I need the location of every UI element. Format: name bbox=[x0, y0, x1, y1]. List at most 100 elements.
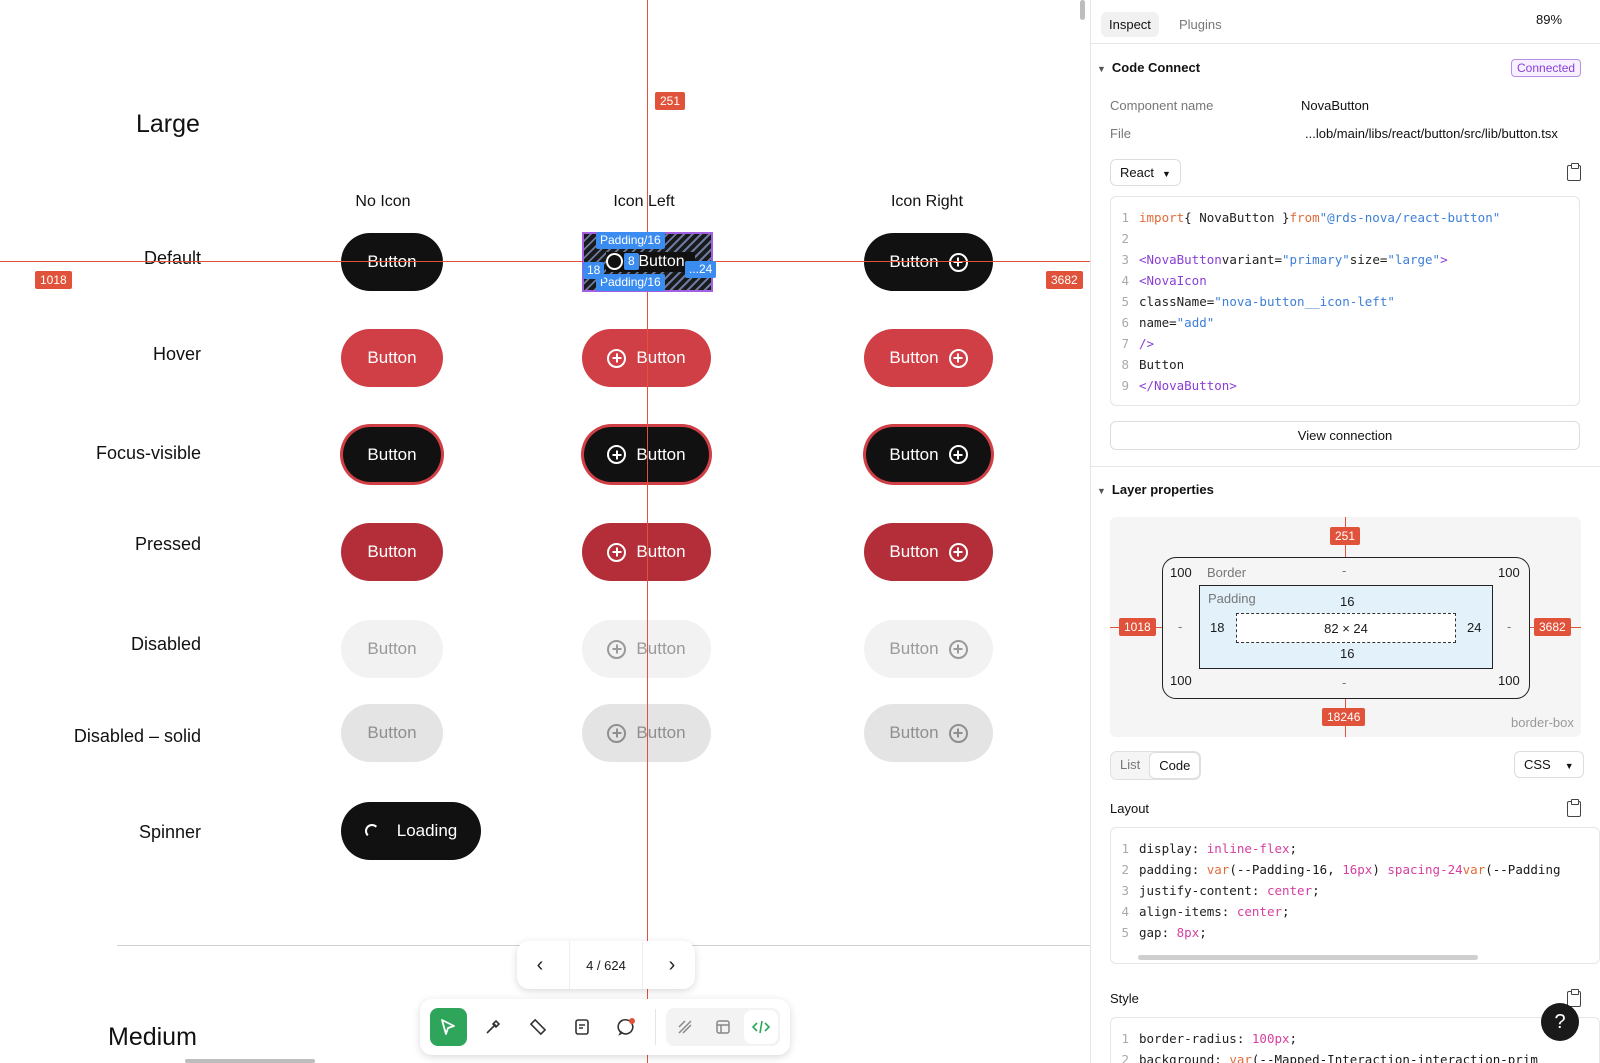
button-label: Button bbox=[889, 542, 939, 561]
view-connection-button[interactable]: View connection bbox=[1110, 421, 1580, 450]
design-canvas[interactable]: Large No Icon Icon Left Icon Right Defau… bbox=[0, 0, 1090, 1063]
code-scrollbar[interactable] bbox=[1138, 955, 1478, 960]
border-left-value: - bbox=[1178, 619, 1183, 634]
row-label-pressed: Pressed bbox=[134, 534, 201, 554]
previous-icon[interactable]: ‹ bbox=[536, 953, 544, 976]
add-icon bbox=[607, 348, 627, 368]
copy-icon[interactable] bbox=[1567, 163, 1581, 181]
box-bottom-value: 18246 bbox=[1322, 708, 1366, 726]
style-title: Style bbox=[1110, 991, 1139, 1006]
button-disabled-solid-icon-right: Button bbox=[864, 704, 993, 762]
padding-top-value: 16 bbox=[1340, 594, 1355, 609]
column-header-no-icon: No Icon bbox=[355, 193, 411, 210]
framework-select[interactable]: React▼ bbox=[1110, 159, 1181, 186]
radius-top-right: 100 bbox=[1498, 565, 1520, 580]
file-value[interactable]: ...lob/main/libs/react/button/src/lib/bu… bbox=[1305, 126, 1558, 141]
button-label: Button bbox=[889, 723, 939, 742]
gap-tag: 8 bbox=[624, 253, 639, 270]
layer-properties-title: Layer properties bbox=[1111, 482, 1214, 497]
layout-title: Layout bbox=[1110, 801, 1150, 816]
button-focus-no-icon[interactable]: Button bbox=[343, 427, 441, 482]
annotate-icon[interactable] bbox=[564, 1008, 601, 1046]
language-select[interactable]: CSS▼ bbox=[1514, 751, 1584, 778]
button-label: Button bbox=[367, 444, 417, 464]
button-pressed-no-icon[interactable]: Button bbox=[341, 523, 443, 581]
copy-icon[interactable] bbox=[1567, 799, 1581, 817]
section-title-large: Large bbox=[136, 110, 200, 138]
tab-inspect[interactable]: Inspect bbox=[1101, 12, 1159, 37]
component-name-label: Component name bbox=[1110, 98, 1214, 113]
radius-bottom-left: 100 bbox=[1170, 673, 1192, 688]
chevron-down-icon: ▼ bbox=[1564, 761, 1574, 771]
row-label-default: Default bbox=[143, 248, 201, 268]
code-connect-header[interactable]: ▼Code Connect bbox=[1097, 60, 1200, 75]
add-icon bbox=[607, 542, 627, 562]
list-toggle[interactable]: List bbox=[1120, 757, 1141, 772]
code-button-text: Button bbox=[1139, 357, 1185, 372]
add-icon bbox=[948, 542, 968, 562]
button-label: Button bbox=[889, 444, 939, 464]
button-spinner[interactable]: Loading bbox=[341, 802, 481, 860]
border-right-value: - bbox=[1507, 619, 1512, 634]
list-code-toggle: List Code bbox=[1110, 751, 1202, 780]
annotations-icon[interactable] bbox=[668, 1010, 702, 1044]
border-label: Border bbox=[1207, 565, 1247, 580]
copy-icon[interactable] bbox=[1567, 989, 1581, 1007]
layer-properties-header[interactable]: ▼Layer properties bbox=[1097, 482, 1214, 497]
next-icon[interactable]: › bbox=[668, 953, 676, 976]
padding-left-value: 18 bbox=[1210, 620, 1225, 635]
border-top-value: - bbox=[1342, 563, 1347, 578]
frame-pager: ‹ 4 / 624 › bbox=[517, 941, 695, 989]
row-label-disabled: Disabled bbox=[130, 634, 201, 654]
horizontal-scrollbar[interactable] bbox=[185, 1059, 315, 1063]
add-icon bbox=[948, 252, 968, 272]
column-header-icon-left: Icon Left bbox=[613, 193, 675, 210]
code-toggle[interactable]: Code bbox=[1149, 752, 1201, 779]
button-hover-icon-left[interactable]: Button bbox=[582, 329, 711, 387]
add-icon bbox=[948, 723, 968, 743]
chevron-down-icon: ▼ bbox=[1097, 64, 1106, 74]
radius-bottom-right: 100 bbox=[1498, 673, 1520, 688]
button-disabled-icon-left: Button bbox=[582, 620, 711, 678]
code-icon[interactable] bbox=[744, 1010, 779, 1044]
pager-count: 4 / 624 bbox=[586, 957, 626, 973]
add-icon bbox=[607, 723, 627, 743]
box-sizing-label: border-box bbox=[1511, 715, 1574, 730]
button-hover-icon-right[interactable]: Button bbox=[864, 329, 993, 387]
add-icon bbox=[607, 445, 627, 464]
button-focus-icon-left[interactable]: Button bbox=[584, 427, 709, 482]
zoom-level[interactable]: 89% bbox=[1536, 12, 1563, 27]
comment-icon[interactable] bbox=[608, 1008, 645, 1046]
content-size: 82 × 24 bbox=[1236, 613, 1456, 643]
padding-right-tag: ...24 bbox=[685, 261, 717, 278]
eyedropper-icon[interactable] bbox=[475, 1008, 512, 1046]
move-tool-icon[interactable] bbox=[430, 1008, 467, 1046]
tab-plugins[interactable]: Plugins bbox=[1179, 17, 1222, 32]
tab-divider bbox=[1091, 43, 1600, 44]
button-pressed-icon-left[interactable]: Button bbox=[582, 523, 711, 581]
vertical-scrollbar[interactable] bbox=[1080, 0, 1085, 20]
button-disabled-solid-icon-left: Button bbox=[582, 704, 711, 762]
button-focus-icon-right[interactable]: Button bbox=[866, 427, 991, 482]
row-label-disabled-solid: Disabled – solid bbox=[73, 726, 201, 746]
button-pressed-icon-right[interactable]: Button bbox=[864, 523, 993, 581]
add-icon bbox=[606, 253, 623, 270]
ruler-icon[interactable] bbox=[519, 1008, 556, 1046]
padding-bottom-tag: Padding/16 bbox=[596, 274, 665, 291]
button-default-no-icon[interactable]: Button bbox=[341, 233, 443, 291]
button-default-icon-right[interactable]: Button bbox=[864, 233, 993, 291]
button-label: Button bbox=[367, 723, 417, 742]
button-label: Button bbox=[636, 723, 686, 742]
button-hover-no-icon[interactable]: Button bbox=[341, 329, 443, 387]
toolbar-divider bbox=[655, 1009, 657, 1045]
padding-bottom-value: 16 bbox=[1340, 646, 1355, 661]
add-icon bbox=[948, 445, 968, 464]
dev-resources-icon[interactable] bbox=[706, 1010, 740, 1044]
button-label: Button bbox=[367, 348, 417, 367]
help-button[interactable]: ? bbox=[1541, 1003, 1579, 1041]
component-name-value: NovaButton bbox=[1301, 98, 1369, 113]
box-model-diagram: 251 1018 3682 18246 100 100 100 100 Bord… bbox=[1110, 517, 1581, 737]
